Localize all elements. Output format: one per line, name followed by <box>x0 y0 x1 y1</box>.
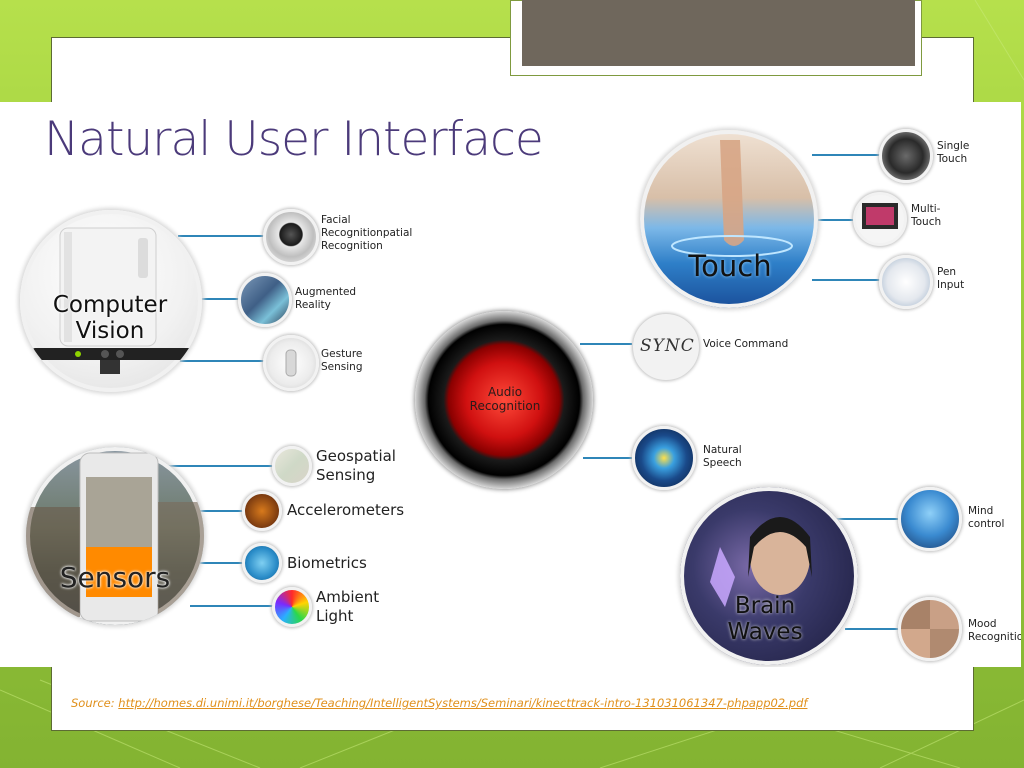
laptop-speech-icon <box>632 426 696 490</box>
gesture-sensing-label: Gesture Sensing <box>321 348 363 374</box>
smartphone-icon <box>26 452 204 622</box>
touch-hub <box>640 130 818 308</box>
accelerometer-icon <box>242 491 282 531</box>
geospatial-sensing-label: Geospatial Sensing <box>316 447 396 484</box>
light-spectrum-icon <box>272 587 312 627</box>
mood-recognition-label: Mood Recognitio <box>968 618 1021 644</box>
multi-touch-label: Multi- Touch <box>911 203 942 229</box>
touch-label: Touch <box>688 249 772 283</box>
sensors-hub <box>26 447 204 625</box>
mind-control-icon <box>898 487 962 551</box>
biometrics-label: Biometrics <box>287 554 367 572</box>
single-touch-icon <box>879 129 933 183</box>
connector-lines <box>168 154 900 630</box>
hand-gesture-icon <box>263 335 319 391</box>
natural-speech-label: Natural Speech <box>703 444 742 470</box>
brain-waves-hub <box>680 487 858 665</box>
source-link[interactable]: http://homes.di.unimi.it/borghese/Teachi… <box>118 696 808 710</box>
source-citation: Source: http://homes.di.unimi.it/borghes… <box>71 696 831 711</box>
title-placeholder <box>522 0 915 66</box>
mind-control-label: Mind control <box>968 505 1005 531</box>
faces-icon <box>898 597 962 661</box>
tablet-icon <box>853 192 907 246</box>
pen-input-label: Pen Input <box>937 266 965 292</box>
sync-logo-icon: SYNC <box>633 314 699 380</box>
sensors-label: Sensors <box>59 561 171 594</box>
source-prefix: Source: <box>71 696 119 710</box>
computer-vision-hub <box>20 210 202 392</box>
augmented-reality-label: Augmented Reality <box>295 286 357 312</box>
finger-icon <box>671 140 793 257</box>
voice-command-label: Voice Command <box>703 338 789 350</box>
pen-tablet-icon <box>879 255 933 309</box>
brain-waves-label: Brain Waves <box>727 593 803 646</box>
accelerometers-label: Accelerometers <box>287 501 405 519</box>
facial-recognition-label: Facial Recognitionpatial Recognition <box>321 214 413 253</box>
nui-diagram: Natural User Interface <box>0 102 1021 667</box>
single-touch-label: Single Touch <box>937 140 970 166</box>
ambient-light-label: Ambient Light <box>316 588 380 625</box>
webcam-icon <box>263 209 319 265</box>
audio-recognition-label: Audio Recognition <box>469 385 541 413</box>
audio-recognition-hub <box>415 311 593 489</box>
map-icon <box>272 446 312 486</box>
sync-logo-text: SYNC <box>640 336 695 356</box>
xbox-console-icon <box>32 227 192 374</box>
handprint-icon <box>242 543 282 583</box>
computer-vision-label: Computer Vision <box>52 292 168 345</box>
diagram-title: Natural User Interface <box>44 112 544 167</box>
augmented-reality-icon <box>238 273 292 327</box>
headset-woman-icon <box>710 517 812 607</box>
